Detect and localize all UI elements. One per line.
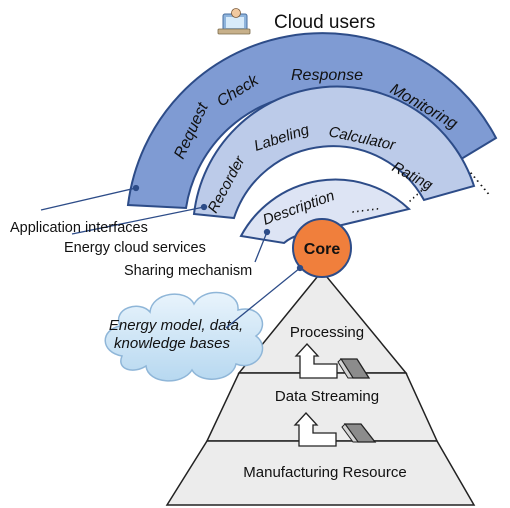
cloud-users-icon [217,8,251,35]
label-application-interfaces: Application interfaces [10,220,148,236]
connector-knowledge-cloud [225,267,301,329]
connector-application-interfaces [40,187,137,211]
flow-block-processing-face [337,358,354,379]
pyramid-tier-data-streaming [205,372,439,442]
knowledge-cloud [104,291,264,382]
up-arrow-processing [294,343,338,379]
up-arrow-data-streaming [293,412,337,447]
application-interfaces-band [126,32,498,210]
core-label: Core [304,241,341,258]
label-energy-cloud-services: Energy cloud services [64,240,206,256]
label-sharing-mechanism: Sharing mechanism [124,263,252,279]
connector-sharing-mechanism [254,231,268,263]
pyramid-label-data-streaming: Data Streaming [275,388,379,405]
connector-energy-cloud-services [71,206,205,235]
pyramid [165,269,476,506]
pyramid-label-processing: Processing [290,324,364,341]
title: Cloud users [274,12,375,33]
ring-item-more-sharing: …… [349,196,381,217]
ring-item-response: Response [291,67,363,84]
connector-dot-services [200,203,208,211]
flow-block-data-streaming-face [341,423,359,443]
pyramid-label-manufacturing-resource: Manufacturing Resource [243,464,406,481]
energy-cloud-services-band [192,85,476,220]
pyramid-tier-processing [237,269,408,374]
cloud-label-line-2: knowledge bases [114,335,230,352]
core-node [292,218,352,278]
cloud-label-line-1: Energy model, data, [109,317,243,334]
connector-dot-application [132,184,140,192]
connector-dot-sharing [263,228,271,236]
connector-dot-core [296,264,304,272]
